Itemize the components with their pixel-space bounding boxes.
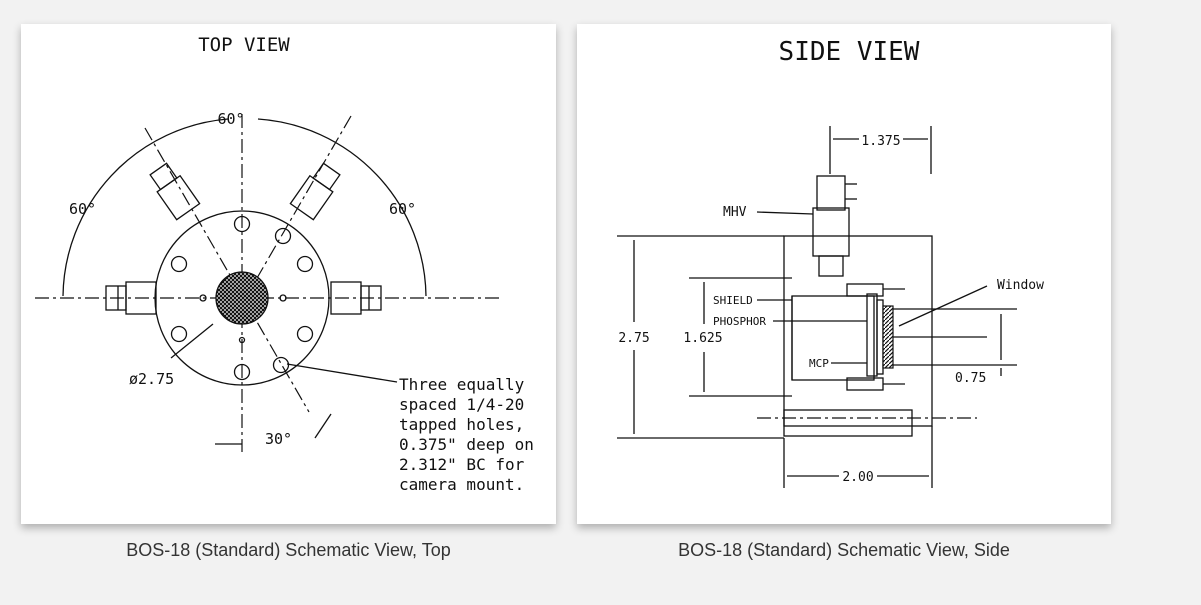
svg-text:0.375" deep on: 0.375" deep on — [399, 435, 534, 454]
upper-right-connector — [289, 162, 341, 221]
top-view-panel: TOP VIEW — [21, 24, 556, 524]
side-view-panel: SIDE VIEW 1.375 MHV — [577, 24, 1111, 524]
mcp-label: MCP — [809, 357, 829, 370]
center-hatched-aperture — [215, 271, 269, 325]
mhv-connector — [812, 175, 857, 277]
svg-text:tapped holes,: tapped holes, — [399, 415, 524, 434]
diameter-label: ø2.75 — [129, 370, 174, 388]
top-view-schematic: TOP VIEW — [35, 34, 534, 494]
angle-label-top: 60° — [217, 110, 244, 128]
mhv-label: MHV — [723, 205, 747, 220]
right-connector — [330, 281, 382, 315]
dim-height-inner: 1.625 — [683, 331, 722, 346]
side-view-caption: BOS-18 (Standard) Schematic View, Side — [678, 540, 1010, 560]
dim-window-label: 0.75 — [955, 371, 986, 386]
dim-bottom-label: 2.00 — [842, 470, 873, 485]
window-leader — [898, 285, 988, 327]
side-view-title: SIDE VIEW — [779, 37, 920, 67]
window-label: Window — [997, 278, 1044, 293]
svg-text:Three equally: Three equally — [399, 375, 525, 394]
angle-label-bottom: 30° — [265, 430, 292, 448]
diameter-leader — [170, 323, 214, 359]
mhv-leader — [756, 211, 814, 215]
note-leader — [286, 363, 398, 383]
mount-note: Three equally spaced 1/4-20 tapped holes… — [399, 375, 534, 494]
shield-label: SHIELD — [713, 294, 753, 307]
right-angle-arc — [257, 118, 427, 297]
flange-circle — [154, 210, 330, 386]
housing-outline — [783, 235, 933, 427]
diagonal-center-line-2 — [234, 115, 352, 317]
top-view-title: TOP VIEW — [198, 34, 290, 56]
phosphor-label: PHOSPHOR — [713, 315, 766, 328]
svg-text:2.312" BC for: 2.312" BC for — [399, 455, 525, 474]
dim-top-label: 1.375 — [861, 134, 900, 149]
mounting-holes — [170, 215, 314, 381]
top-view-caption: BOS-18 (Standard) Schematic View, Top — [126, 540, 451, 560]
side-view-schematic: SIDE VIEW 1.375 MHV — [617, 37, 1044, 488]
svg-text:spaced 1/4-20: spaced 1/4-20 — [399, 395, 524, 414]
bottom-plate — [783, 409, 913, 437]
inner-body — [791, 295, 875, 381]
upper-left-connector — [149, 162, 201, 221]
left-angle-arc — [62, 118, 229, 297]
angle-label-left: 60° — [69, 200, 96, 218]
svg-text:camera mount.: camera mount. — [399, 475, 524, 494]
dim-height-outer: 2.75 — [618, 331, 649, 346]
diagonal-center-line — [144, 127, 310, 413]
left-connector — [105, 281, 157, 315]
angle-label-right: 60° — [389, 200, 416, 218]
